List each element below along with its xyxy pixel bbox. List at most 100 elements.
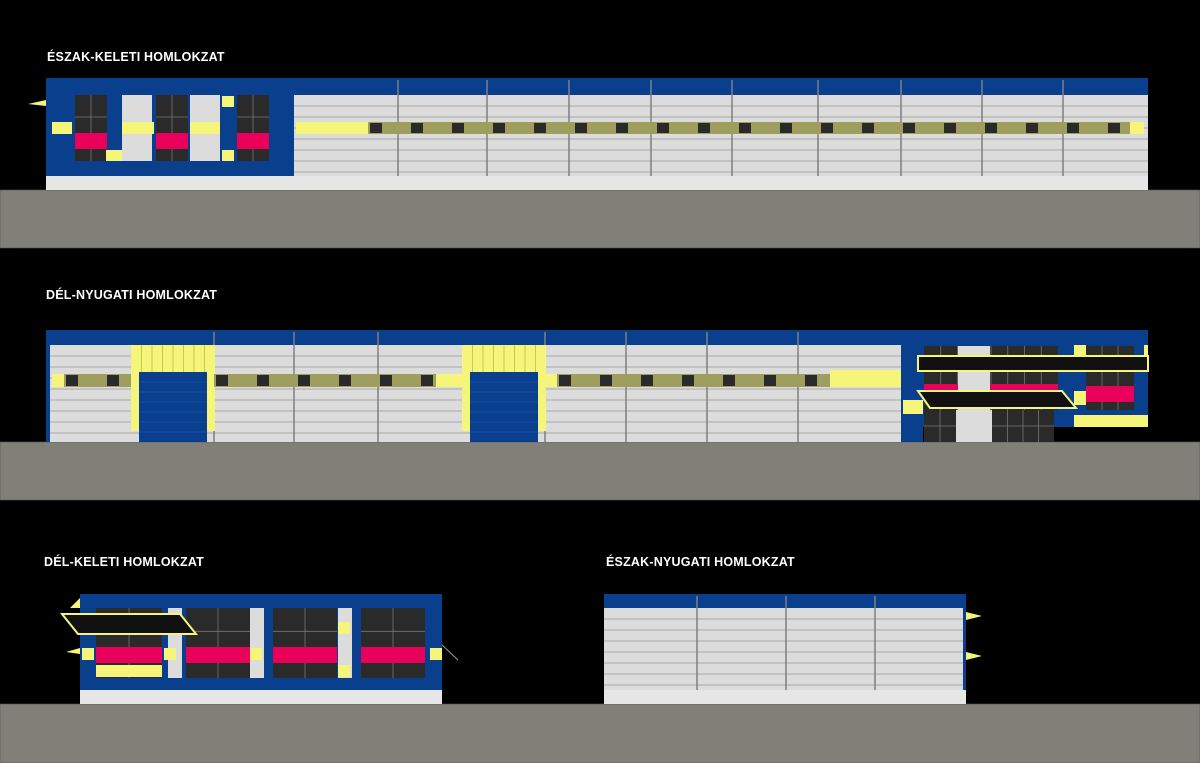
ribbon-window — [600, 375, 612, 386]
canopy-edge — [966, 612, 982, 620]
elevation-north-west — [604, 594, 982, 704]
elevation-title-north-east: ÉSZAK-KELETI HOMLOKZAT — [47, 50, 225, 64]
ribbon-window — [421, 375, 433, 386]
plinth — [604, 690, 966, 704]
yellow-accent — [82, 648, 94, 660]
spandrel-panel — [924, 384, 1058, 392]
ribbon-window — [657, 123, 669, 133]
yellow-band — [52, 374, 64, 387]
leader-line — [441, 644, 459, 661]
canopy-edge — [966, 652, 982, 660]
yellow-band — [545, 374, 557, 387]
yellow-accent — [338, 665, 350, 677]
ribbon-window — [903, 123, 915, 133]
ribbon-window — [641, 375, 653, 386]
ribbon-window — [559, 375, 571, 386]
ribbon-window — [257, 375, 269, 386]
yellow-accent — [338, 622, 350, 634]
yellow-accent — [1074, 415, 1148, 427]
yellow-accent — [250, 648, 262, 660]
yellow-accent — [122, 122, 154, 134]
ground-strips — [0, 189, 1200, 763]
edge-trim — [963, 594, 966, 690]
ribbon-window — [452, 123, 464, 133]
yellow-accent — [52, 122, 72, 134]
ribbon-window — [821, 123, 833, 133]
ribbon-window — [1108, 123, 1120, 133]
spandrel-panel — [361, 647, 425, 663]
canopy-lower — [916, 390, 1079, 409]
hall-cladding — [604, 608, 966, 690]
ribbon-window — [1026, 123, 1038, 133]
yellow-band — [296, 122, 368, 134]
yellow-accent — [1074, 391, 1086, 405]
elevation-north-east — [28, 78, 1148, 190]
ribbon-window — [411, 123, 423, 133]
ribbon-window — [698, 123, 710, 133]
yellow-band — [1130, 122, 1144, 134]
yellow-accent — [190, 122, 220, 134]
ribbon-window — [723, 375, 735, 386]
yellow-accent — [903, 400, 923, 414]
hall-cladding — [294, 95, 1148, 176]
yellow-accent — [222, 150, 234, 161]
sectional-door — [470, 372, 538, 442]
ribbon-window — [780, 123, 792, 133]
plinth — [80, 690, 442, 704]
yellow-accent — [1144, 345, 1148, 357]
edge-trim — [46, 345, 50, 442]
sectional-door — [139, 372, 207, 442]
ribbon-window — [534, 123, 546, 133]
spandrel-panel — [156, 133, 188, 149]
ribbon-window — [739, 123, 751, 133]
roof-fascia — [46, 330, 901, 345]
yellow-accent — [164, 648, 176, 660]
elevation-south-east — [59, 594, 459, 704]
elevation-title-south-west: DÉL-NYUGATI HOMLOKZAT — [46, 288, 218, 302]
ribbon-window — [764, 375, 776, 386]
canopy-edge — [66, 648, 80, 654]
canopy — [59, 613, 199, 635]
roof-fascia — [604, 594, 966, 608]
yellow-accent — [96, 665, 162, 677]
canopy-edge — [70, 598, 80, 608]
spandrel-panel — [237, 133, 269, 149]
ribbon-window — [985, 123, 997, 133]
ribbon-window — [380, 375, 392, 386]
ribbon-window — [66, 375, 78, 386]
spandrel-panel — [75, 133, 107, 149]
yellow-accent — [1074, 345, 1086, 357]
ribbon-window — [616, 123, 628, 133]
ribbon-window — [493, 123, 505, 133]
ground-bottom — [0, 703, 1200, 763]
ribbon-window — [944, 123, 956, 133]
canopy-upper — [917, 355, 1149, 372]
roof-fascia — [294, 78, 1148, 95]
yellow-band — [830, 370, 901, 387]
ribbon-window — [805, 375, 817, 386]
office-light-panel — [250, 608, 264, 678]
ribbon-window — [682, 375, 694, 386]
ribbon-window — [339, 375, 351, 386]
ribbon-window — [298, 375, 310, 386]
window-band — [214, 374, 462, 387]
spandrel-panel — [96, 647, 162, 663]
office-base — [901, 411, 923, 442]
entrance-wall — [956, 410, 992, 442]
yellow-accent — [106, 150, 122, 161]
spandrel-panel — [273, 647, 337, 663]
ribbon-window — [216, 375, 228, 386]
plinth — [46, 176, 1148, 190]
canopy-edge — [28, 100, 46, 106]
ribbon-window — [107, 375, 119, 386]
yellow-band — [436, 374, 462, 387]
spandrel-panel — [186, 647, 250, 663]
yellow-accent — [222, 96, 234, 107]
ribbon-window — [1067, 123, 1079, 133]
elevation-south-west — [46, 330, 1149, 442]
spandrel-panel — [1086, 386, 1134, 402]
ground-north-east — [0, 189, 1200, 249]
ground-south-west — [0, 441, 1200, 501]
elevation-title-south-east: DÉL-KELETI HOMLOKZAT — [44, 555, 204, 569]
